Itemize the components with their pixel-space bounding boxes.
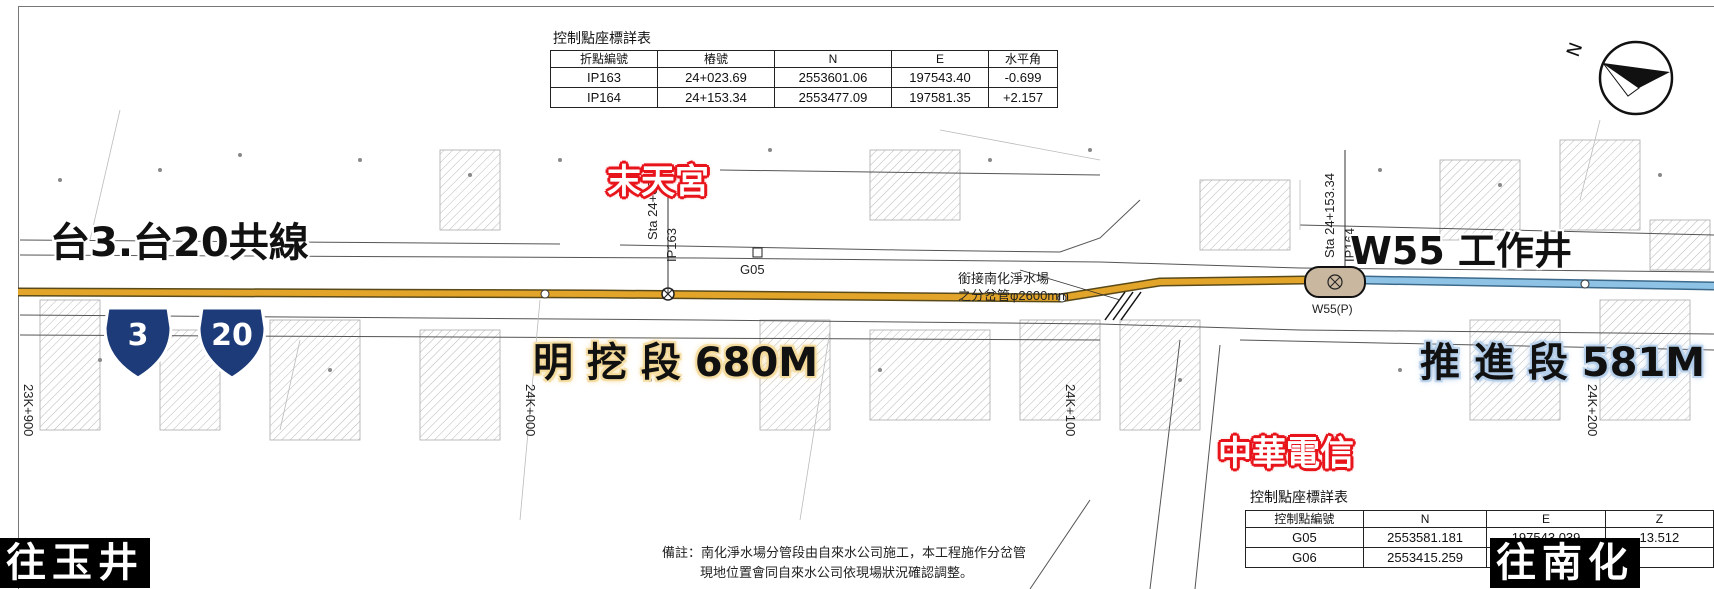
remark-line-1: 備註：南化淨水場分管段由自來水公司施工，本工程施作分岔管: [662, 545, 1027, 560]
table-cell: 24+153.34: [657, 87, 775, 108]
table-row: G06 2553415.259: [1245, 547, 1714, 568]
telecom-label: 中華電信: [1218, 434, 1354, 474]
table-header-row: 控制點編號 N E Z: [1245, 510, 1714, 528]
table-cell: +2.157: [988, 87, 1058, 108]
route-name-label: 台3.台20共線: [50, 220, 309, 266]
open-cut-label: 明 挖 段 680M: [533, 340, 819, 386]
table-row: IP164 24+153.34 2553477.09 197581.35 +2.…: [550, 87, 1058, 108]
road-edges: [19, 169, 1714, 589]
table-header-row: 折點編號 樁號 N E 水平角: [550, 50, 1058, 68]
g05-label: G05: [740, 262, 765, 277]
table-cell: G06: [1245, 547, 1364, 568]
svg-text:N: N: [1563, 40, 1587, 60]
header-cell: 控制點編號: [1245, 510, 1364, 528]
shield-20-number: 20: [211, 318, 253, 353]
north-arrow: [1598, 40, 1674, 116]
table-row: IP163 24+023.69 2553601.06 197543.40 -0.…: [550, 67, 1058, 88]
pipe-note: 銜接南化淨水場 之分岔管φ2600mm: [958, 270, 1069, 304]
chainage-24k000: 24K+000: [523, 384, 538, 437]
pipe-note-line-1: 銜接南化淨水場: [958, 271, 1050, 286]
header-cell: E: [891, 50, 989, 68]
table-cell: 197581.35: [891, 87, 989, 108]
header-cell: Z: [1604, 510, 1714, 528]
pipe-note-line-2: 之分岔管φ2600mm: [958, 288, 1070, 303]
w55p-label: W55(P): [1312, 302, 1353, 316]
table-cell: 2553601.06: [774, 67, 892, 88]
shaft-label: W55 工作井: [1350, 229, 1573, 273]
table-cell: IP163: [550, 67, 658, 88]
sta-164-label: Sta 24+153.34: [1322, 173, 1337, 258]
table-cell: -0.699: [988, 67, 1058, 88]
chainage-24k200: 24K+200: [1585, 384, 1600, 437]
building-blocks: [39, 139, 1711, 441]
chainage-23k900: 23K+900: [21, 384, 36, 437]
direction-west-label: 往玉井: [0, 538, 150, 588]
table-cell: 2553415.259: [1362, 547, 1488, 568]
bottom-control-table: 控制點編號 N E Z G05 2553581.181 197543.039 1…: [1245, 510, 1714, 568]
temple-label: 末天宮: [607, 162, 709, 202]
direction-east-label: 往南化: [1490, 538, 1640, 588]
header-cell: E: [1486, 510, 1606, 528]
top-control-table: 折點編號 樁號 N E 水平角 IP163 24+023.69 2553601.…: [550, 50, 1058, 108]
table-row: G05 2553581.181 197543.039 13.512: [1245, 527, 1714, 548]
header-cell: N: [774, 50, 892, 68]
header-cell: 水平角: [988, 50, 1058, 68]
survey-points: [58, 148, 1662, 382]
shield-3-number: 3: [127, 318, 149, 353]
table-cell: 2553581.181: [1362, 527, 1488, 548]
remark-line-2: 現地位置會同自來水公司依現場狀況確認調整。: [700, 565, 974, 580]
chainage-markers: [540, 279, 1590, 303]
header-cell: N: [1362, 510, 1488, 528]
chainage-24k100: 24K+100: [1063, 384, 1078, 437]
shield-20-shape: [197, 306, 267, 380]
header-cell: 樁號: [657, 50, 775, 68]
ip163-label: IP163: [664, 228, 679, 262]
header-cell: 折點編號: [550, 50, 658, 68]
parcel-lines: [89, 109, 1601, 521]
table-cell: 24+023.69: [657, 67, 775, 88]
table-cell: G05: [1245, 527, 1364, 548]
table-cell: IP164: [550, 87, 658, 108]
table-cell: 197543.40: [891, 67, 989, 88]
branch-pipe-symbol: [1104, 291, 1142, 321]
top-table-title: 控制點座標詳表: [553, 30, 651, 46]
g05-marker: [752, 247, 763, 258]
table-cell: 2553477.09: [774, 87, 892, 108]
drawing-frame: [18, 6, 1714, 589]
shield-3-shape: [103, 306, 173, 380]
jacking-label: 推 進 段 581M: [1420, 340, 1706, 386]
bottom-table-title: 控制點座標詳表: [1250, 489, 1348, 505]
